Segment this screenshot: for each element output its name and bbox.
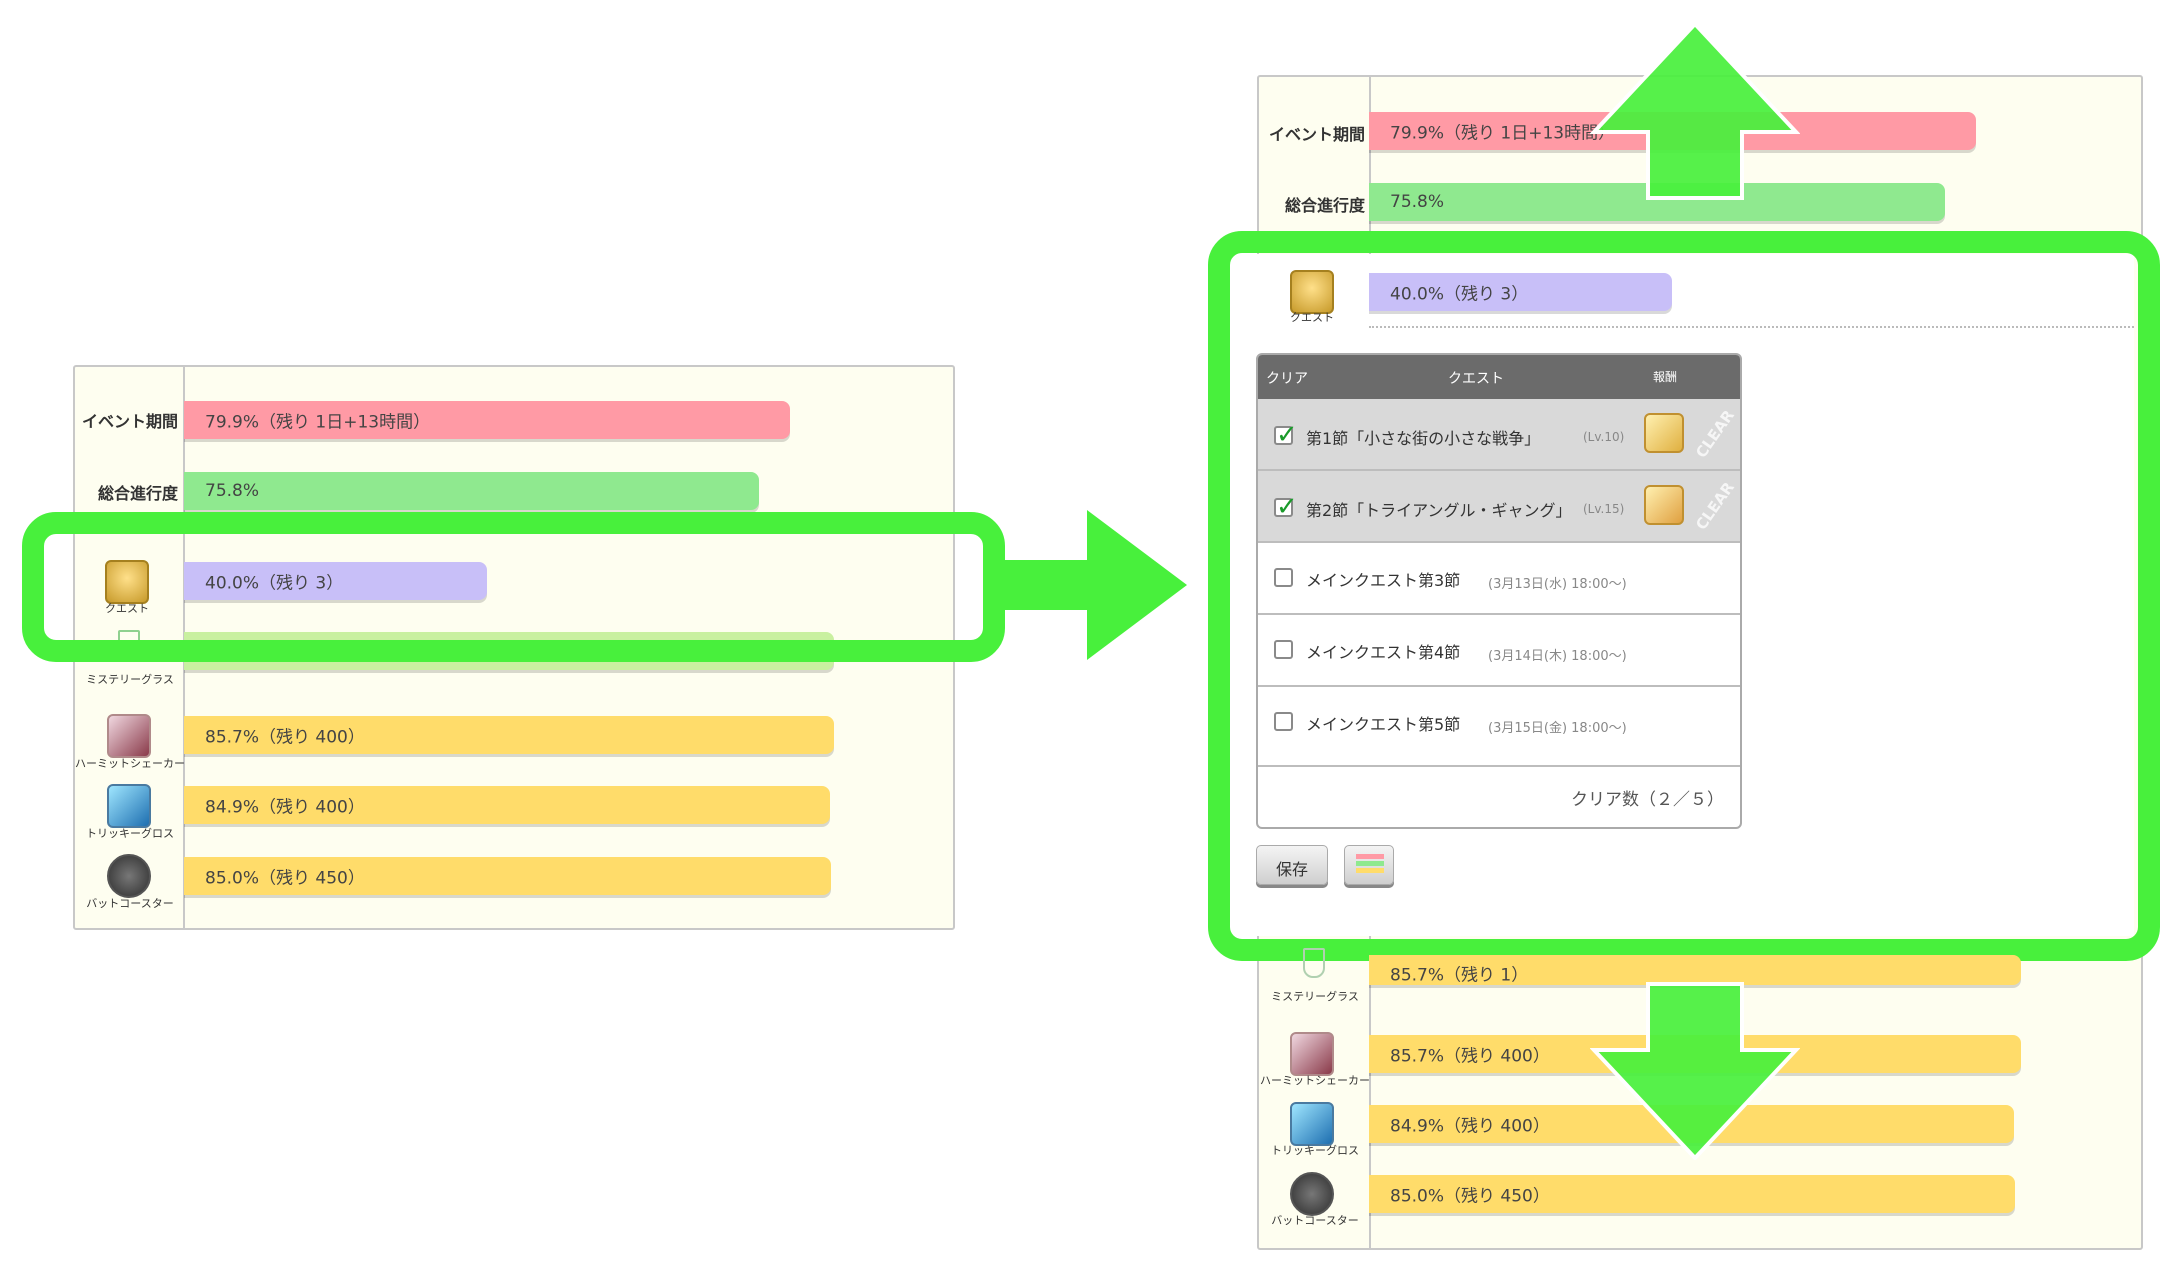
bat-coaster-bar-2: 85.0%（残り 450）	[1369, 1175, 2015, 1213]
right-expanded-highlight	[1208, 231, 2160, 961]
trophy-icon-2[interactable]	[1290, 270, 1334, 314]
quest-5-checkbox[interactable]	[1274, 712, 1293, 731]
overall-progress-label: 総合進行度	[97, 484, 178, 503]
tricky-gloss-value: 84.9%（残り 400）	[205, 797, 365, 818]
tricky-gloss-bar: 84.9%（残り 400）	[184, 786, 830, 824]
arrow-right-icon	[1000, 510, 1187, 660]
save-button[interactable]: 保存	[1256, 845, 1328, 885]
mystery-glass-bar-2: 85.7%（残り 1）	[1369, 955, 2021, 986]
quest-item-caption-2: クエスト	[1290, 311, 1334, 324]
arrow-down-icon	[1590, 982, 1800, 1160]
quest-bar-2[interactable]: 40.0%（残り 3）	[1369, 273, 1672, 311]
trophy-icon[interactable]	[105, 560, 149, 604]
mystery-glass-value-2: 85.7%（残り 1）	[1390, 965, 1529, 986]
arrow-up-icon	[1590, 22, 1800, 200]
quest-3-checkbox[interactable]	[1274, 568, 1293, 587]
bat-coaster-value-2: 85.0%（残り 450）	[1390, 1186, 1550, 1207]
overall-progress-value: 75.8%	[205, 481, 260, 501]
clear-count: クリア数（２／５）	[1571, 790, 1724, 810]
hermit-shaker-caption: ハーミットシェーカー	[75, 757, 185, 770]
quest-row-3[interactable]: メインクエスト第3節 (3月13日(水) 18:00〜)	[1258, 543, 1740, 615]
hermit-shaker-value-2: 85.7%（残り 400）	[1390, 1046, 1550, 1067]
mystery-glass-caption: ミステリーグラス	[86, 673, 174, 686]
quest-table: クリア クエスト 報酬 第1節「小さな街の小さな戦争」 (Lv.10) CLEA…	[1256, 353, 1742, 829]
overall-progress-value-2: 75.8%	[1390, 192, 1445, 212]
quest-1-checkbox[interactable]	[1274, 420, 1298, 450]
green-key-reward-icon	[1644, 413, 1684, 453]
bat-coaster-value: 85.0%（残り 450）	[205, 868, 365, 889]
quest-value-2: 40.0%（残り 3）	[1390, 284, 1529, 305]
overall-progress-bar: 75.8%	[184, 472, 759, 510]
bat-coaster-caption-2: バットコースター	[1271, 1214, 1359, 1227]
color-toggle-button[interactable]	[1344, 845, 1394, 885]
tricky-gloss-caption-2: トリッキーグロス	[1271, 1144, 1359, 1157]
shaker-icon-2	[1290, 1032, 1334, 1076]
hermit-shaker-bar: 85.7%（残り 400）	[184, 716, 834, 754]
quest-2-checkbox[interactable]	[1274, 492, 1298, 522]
shaker-icon	[107, 714, 151, 758]
left-quest-highlight	[22, 512, 1005, 662]
quest-5-name: メインクエスト第5節	[1306, 715, 1461, 734]
quest-1-level: (Lv.10)	[1583, 430, 1625, 444]
header-quest: クエスト	[1448, 371, 1504, 387]
hermit-shaker-value: 85.7%（残り 400）	[205, 727, 365, 748]
save-button-label: 保存	[1275, 860, 1308, 879]
quest-2-name: 第2節「トライアングル・ギャング」	[1306, 501, 1572, 520]
tricky-gloss-caption: トリッキーグロス	[86, 827, 174, 840]
color-legend-icon	[1356, 854, 1384, 873]
mystery-glass-caption-2: ミステリーグラス	[1271, 990, 1359, 1003]
event-period-label: イベント期間	[81, 412, 178, 431]
coaster-icon-2	[1290, 1172, 1334, 1216]
quest-value: 40.0%（残り 3）	[205, 573, 344, 594]
gloss-icon-2	[1290, 1102, 1334, 1146]
quest-row-1[interactable]: 第1節「小さな街の小さな戦争」 (Lv.10) CLEAR	[1258, 399, 1740, 471]
header-clear: クリア	[1266, 371, 1308, 387]
red-key-reward-icon	[1644, 485, 1684, 525]
quest-4-checkbox[interactable]	[1274, 640, 1293, 659]
quest-5-date: (3月15日(金) 18:00〜)	[1488, 721, 1627, 736]
quest-row-divider	[1369, 326, 2134, 328]
quest-4-date: (3月14日(木) 18:00〜)	[1488, 649, 1627, 664]
header-reward: 報酬	[1653, 370, 1678, 384]
quest-bar[interactable]: 40.0%（残り 3）	[184, 562, 487, 600]
quest-row-4[interactable]: メインクエスト第4節 (3月14日(木) 18:00〜)	[1258, 615, 1740, 687]
event-period-label-2: イベント期間	[1268, 125, 1365, 144]
event-period-bar: 79.9%（残り 1日+13時間）	[184, 401, 790, 439]
quest-4-name: メインクエスト第4節	[1306, 643, 1461, 662]
bat-coaster-caption: バットコースター	[86, 897, 174, 910]
overall-progress-label-2: 総合進行度	[1284, 196, 1365, 215]
quest-3-date: (3月13日(水) 18:00〜)	[1488, 577, 1627, 592]
quest-item-caption: クエスト	[105, 602, 149, 615]
quest-row-2[interactable]: 第2節「トライアングル・ギャング」 (Lv.15) CLEAR	[1258, 471, 1740, 543]
event-period-value: 79.9%（残り 1日+13時間）	[205, 412, 431, 433]
quest-row-5[interactable]: メインクエスト第5節 (3月15日(金) 18:00〜)	[1258, 687, 1740, 759]
quest-1-name: 第1節「小さな街の小さな戦争」	[1306, 429, 1541, 448]
quest-3-name: メインクエスト第3節	[1306, 571, 1461, 590]
quest-table-footer-divider	[1258, 765, 1740, 767]
coaster-icon	[107, 854, 151, 898]
bat-coaster-bar: 85.0%（残り 450）	[184, 857, 831, 895]
event-period-value-2: 79.9%（残り 1日+13時間）	[1390, 123, 1616, 144]
quest-table-header: クリア クエスト 報酬	[1258, 355, 1740, 399]
gloss-icon	[107, 784, 151, 828]
hermit-shaker-caption-2: ハーミットシェーカー	[1260, 1074, 1370, 1087]
tricky-gloss-value-2: 84.9%（残り 400）	[1390, 1116, 1550, 1137]
quest-2-level: (Lv.15)	[1583, 502, 1625, 516]
glass-icon-2	[1303, 948, 1325, 978]
